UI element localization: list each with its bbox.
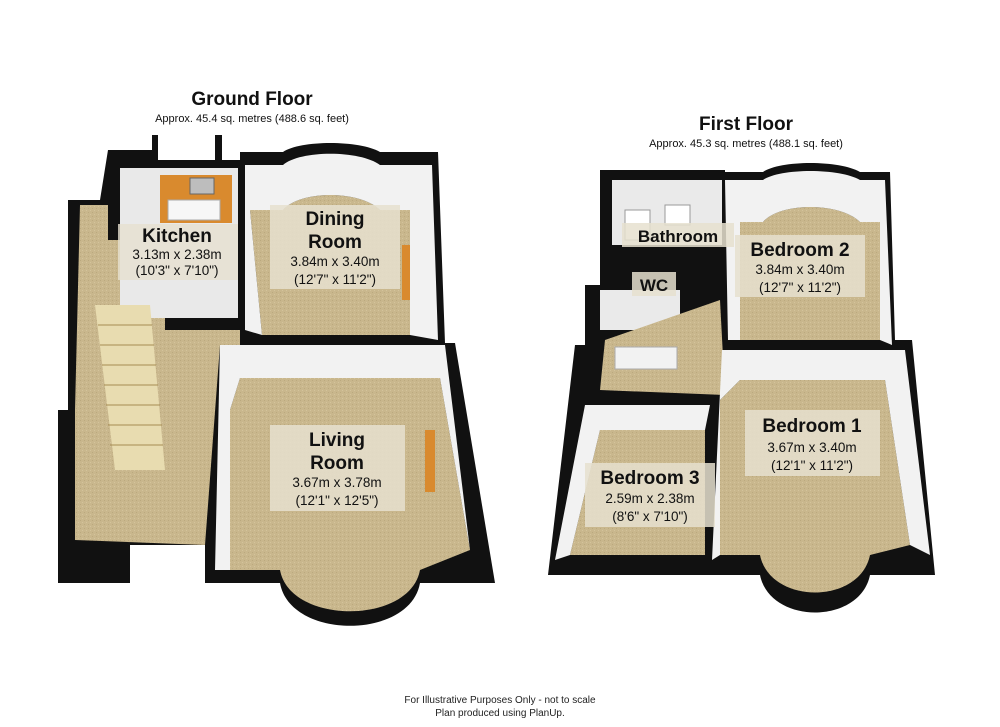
bedroom-2-metric: 3.84m x 3.40m — [755, 262, 844, 277]
bathroom-name: Bathroom — [638, 227, 718, 246]
living-room-imperial: (12'1" x 12'5") — [295, 493, 378, 508]
bedroom-1-walls — [712, 350, 930, 560]
first-floor-area: Approx. 45.3 sq. metres (488.1 sq. feet) — [649, 138, 843, 150]
kitchen-label: Kitchen 3.13m x 2.38m (10'3" x 7'10") — [118, 224, 238, 280]
living-room-metric: 3.67m x 3.78m — [292, 475, 381, 490]
kitchen-imperial: (10'3" x 7'10") — [135, 263, 218, 278]
bedroom-1-name: Bedroom 1 — [762, 416, 862, 437]
first-floor-title: First Floor — [699, 114, 794, 135]
bedroom-3-label: Bedroom 3 2.59m x 2.38m (8'6" x 7'10") — [585, 463, 715, 527]
staircase — [95, 305, 165, 470]
first-floor-plan — [548, 163, 935, 613]
kitchen-name: Kitchen — [142, 226, 212, 247]
living-room-label: Living Room 3.67m x 3.78m (12'1" x 12'5"… — [270, 425, 405, 511]
bedroom-1-label: Bedroom 1 3.67m x 3.40m (12'1" x 11'2") — [745, 410, 880, 476]
bedroom-3-walls — [555, 405, 710, 560]
bedroom-3-imperial: (8'6" x 7'10") — [612, 509, 688, 524]
wc-name: WC — [640, 276, 668, 295]
dining-room-name-line2: Room — [308, 232, 362, 253]
dining-radiator — [402, 245, 410, 300]
dining-room-label: Dining Room 3.84m x 3.40m (12'7" x 11'2"… — [270, 205, 400, 289]
bedroom-1-imperial: (12'1" x 11'2") — [771, 458, 853, 473]
bedroom-2-name: Bedroom 2 — [750, 240, 849, 261]
ground-floor-title: Ground Floor — [191, 89, 313, 110]
kitchen-sink — [189, 177, 215, 195]
living-room-name-line2: Room — [310, 453, 364, 474]
bedroom-3-metric: 2.59m x 2.38m — [605, 491, 694, 506]
footer-disclaimer: For Illustrative Purposes Only - not to … — [404, 695, 596, 706]
landing-stair-rail — [614, 346, 678, 370]
bedroom-2-label: Bedroom 2 3.84m x 3.40m (12'7" x 11'2") — [735, 235, 865, 297]
ground-floor-area: Approx. 45.4 sq. metres (488.6 sq. feet) — [155, 113, 349, 125]
kitchen-metric: 3.13m x 2.38m — [132, 247, 221, 262]
bathroom-label: Bathroom — [622, 223, 734, 247]
bedroom-2-imperial: (12'7" x 11'2") — [759, 280, 841, 295]
dining-room-imperial: (12'7" x 11'2") — [294, 272, 376, 287]
wc-label: WC — [632, 272, 676, 296]
dining-room-name-line1: Dining — [305, 209, 364, 230]
kitchen-tiles — [167, 199, 221, 221]
dining-room-metric: 3.84m x 3.40m — [290, 254, 379, 269]
dining-room-walls — [245, 153, 438, 340]
living-fireplace — [425, 430, 435, 492]
bedroom-1-metric: 3.67m x 3.40m — [767, 440, 856, 455]
living-room-name-line1: Living — [309, 430, 365, 451]
bedroom-3-name: Bedroom 3 — [600, 468, 699, 489]
bathroom-basin — [664, 204, 691, 226]
living-room-walls — [215, 345, 470, 570]
bedroom-2-walls — [725, 171, 892, 345]
footer-credit: Plan produced using PlanUp. — [435, 708, 565, 719]
